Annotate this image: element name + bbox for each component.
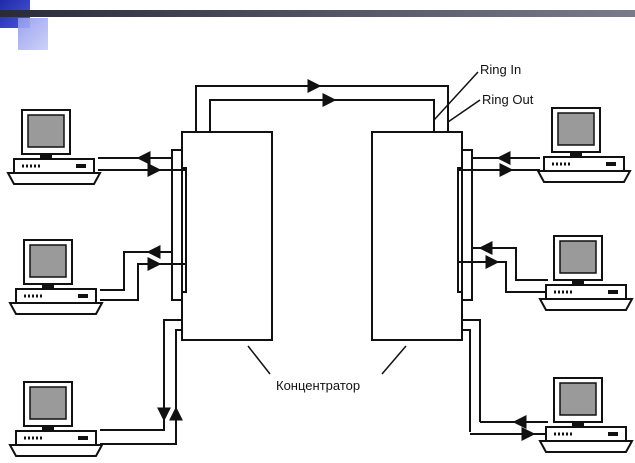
pc-right-1 bbox=[538, 108, 630, 182]
pc-right-3 bbox=[540, 378, 632, 452]
ring-out-label: Ring Out bbox=[482, 92, 534, 107]
ring-in-label: Ring In bbox=[480, 62, 521, 77]
pc-left-3 bbox=[10, 382, 102, 456]
hub-right-box bbox=[372, 132, 462, 340]
ring-cable-outer bbox=[196, 86, 448, 132]
hub-label: Концентратор bbox=[276, 378, 360, 393]
hub-pointer-left bbox=[248, 346, 270, 374]
hub-left-box bbox=[182, 132, 272, 340]
pc-right-2 bbox=[540, 236, 632, 310]
ring-in-leader bbox=[434, 72, 478, 120]
ring-out-leader bbox=[448, 100, 480, 122]
pc-left-1 bbox=[8, 110, 100, 184]
hub-pointer-right bbox=[382, 346, 406, 374]
ring-cable-inner bbox=[210, 100, 434, 132]
pc-left-2 bbox=[10, 240, 102, 314]
